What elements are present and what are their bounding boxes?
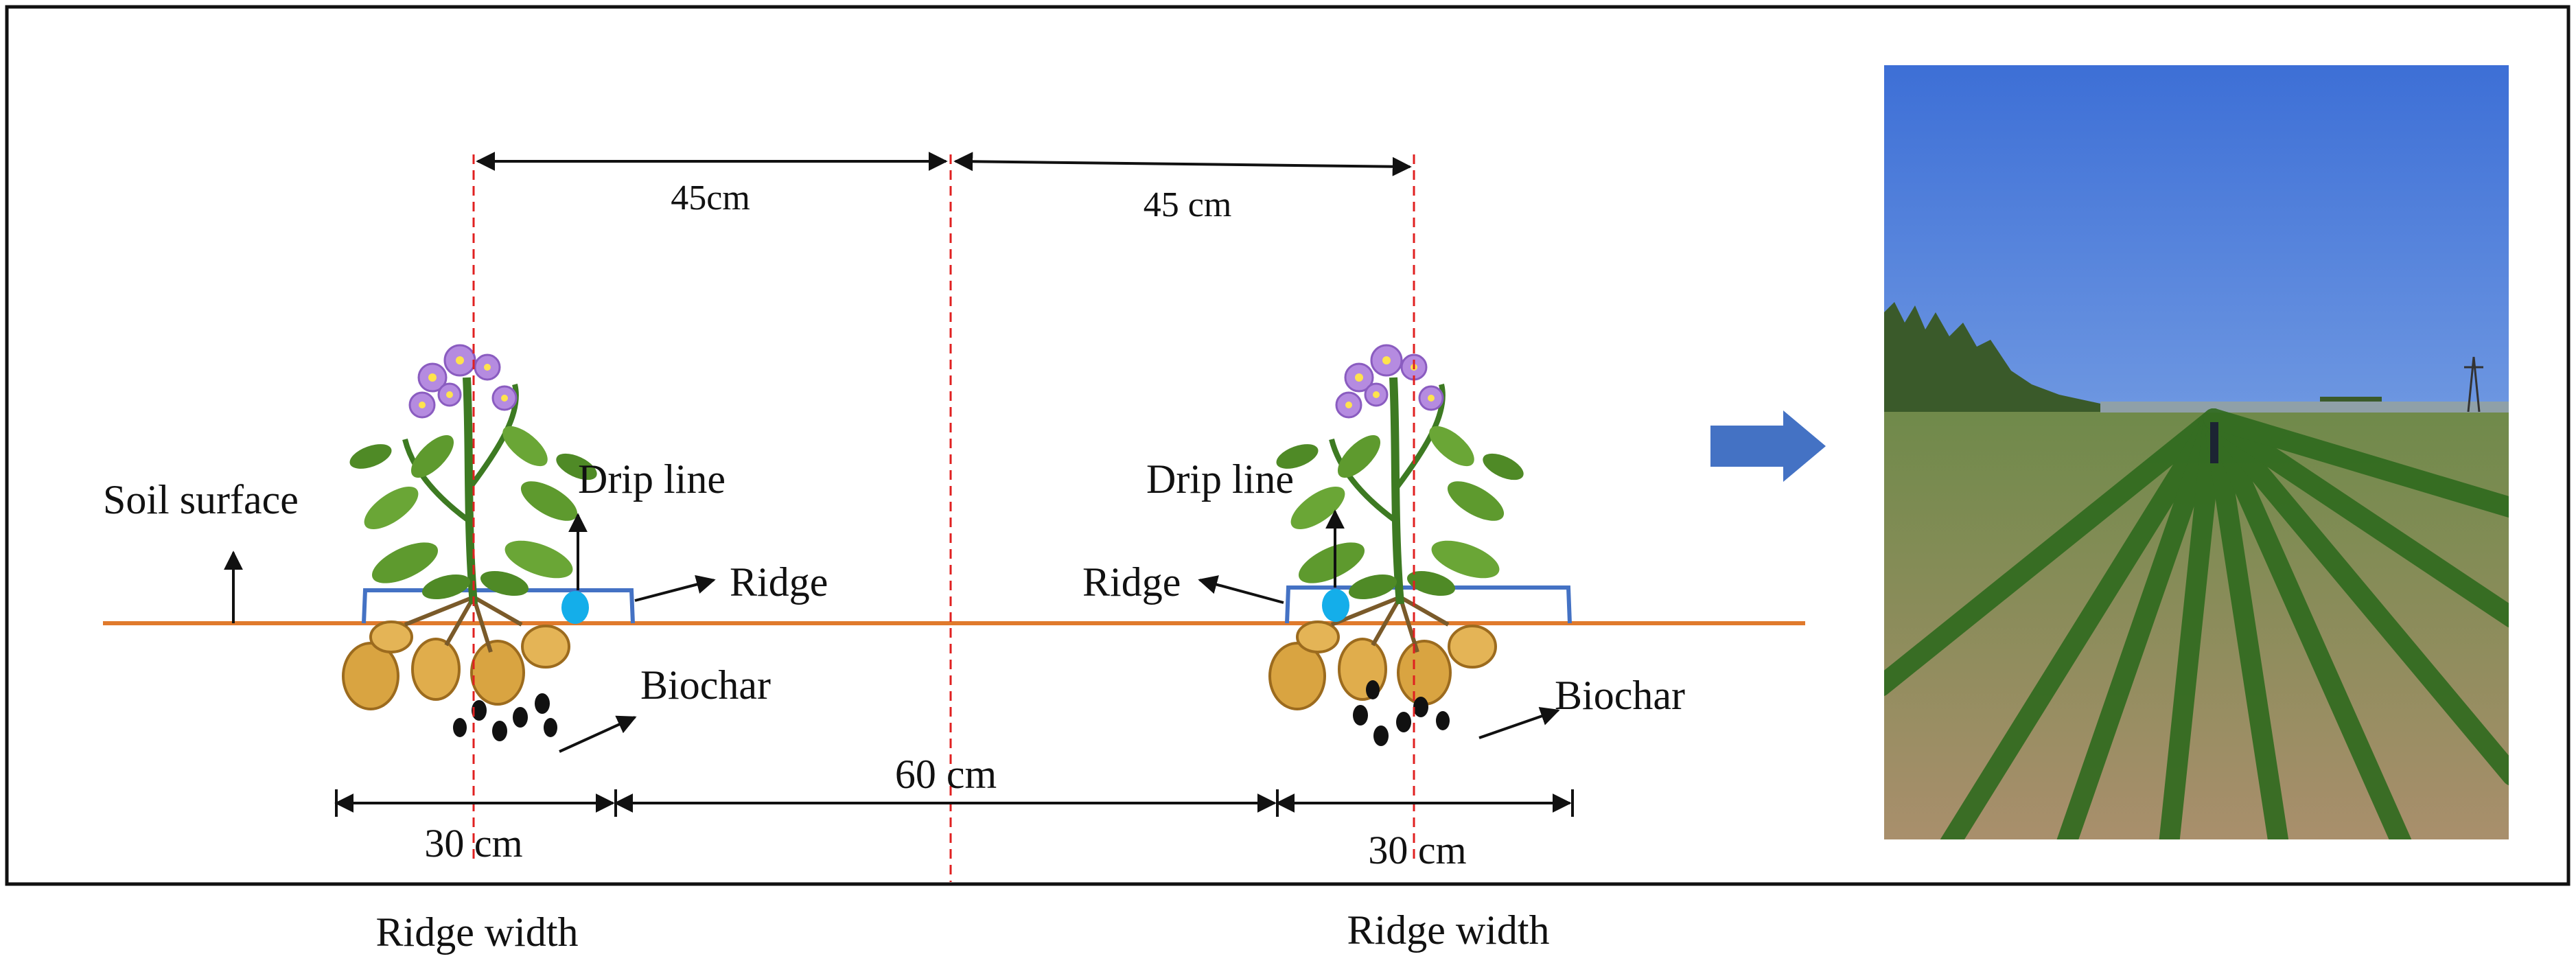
pointer-arrows — [224, 509, 1560, 753]
label-ridge-right-width: 30 cm — [1368, 828, 1466, 872]
potato-plant-icon — [1270, 345, 1527, 709]
drip-emitter-left — [561, 591, 589, 624]
label-biochar-right: Biochar — [1555, 673, 1685, 718]
potato-plant-icon — [343, 345, 601, 709]
bottom-dimension-arrows — [334, 789, 1574, 817]
block-arrow-right-icon — [1710, 410, 1826, 482]
label-row-gap: 60 cm — [895, 752, 997, 797]
label-spacing-left: 45cm — [671, 178, 750, 218]
guide-lines — [472, 154, 1415, 882]
label-spacing-right: 45 cm — [1144, 185, 1232, 224]
ridge-left-outline — [362, 588, 635, 624]
label-ridge-width-left: Ridge width — [376, 909, 579, 955]
label-drip-line-left: Drip line — [578, 456, 726, 502]
label-ridge-right: Ridge — [1082, 559, 1181, 605]
drip-emitter-right — [1322, 589, 1349, 622]
label-biochar-left: Biochar — [640, 662, 771, 708]
biochar-dots-right — [1353, 680, 1450, 746]
biochar-dots-left — [453, 693, 557, 741]
label-ridge-width-right: Ridge width — [1347, 907, 1550, 953]
figure-frame — [5, 5, 2571, 886]
label-ridge-left: Ridge — [730, 559, 828, 605]
label-soil-surface: Soil surface — [103, 477, 299, 522]
label-drip-line-right: Drip line — [1146, 456, 1294, 502]
dimension-arrow-45cm-right — [953, 152, 1412, 176]
potato-field-photo — [1884, 65, 2509, 839]
label-ridge-left-width: 30 cm — [424, 821, 522, 866]
